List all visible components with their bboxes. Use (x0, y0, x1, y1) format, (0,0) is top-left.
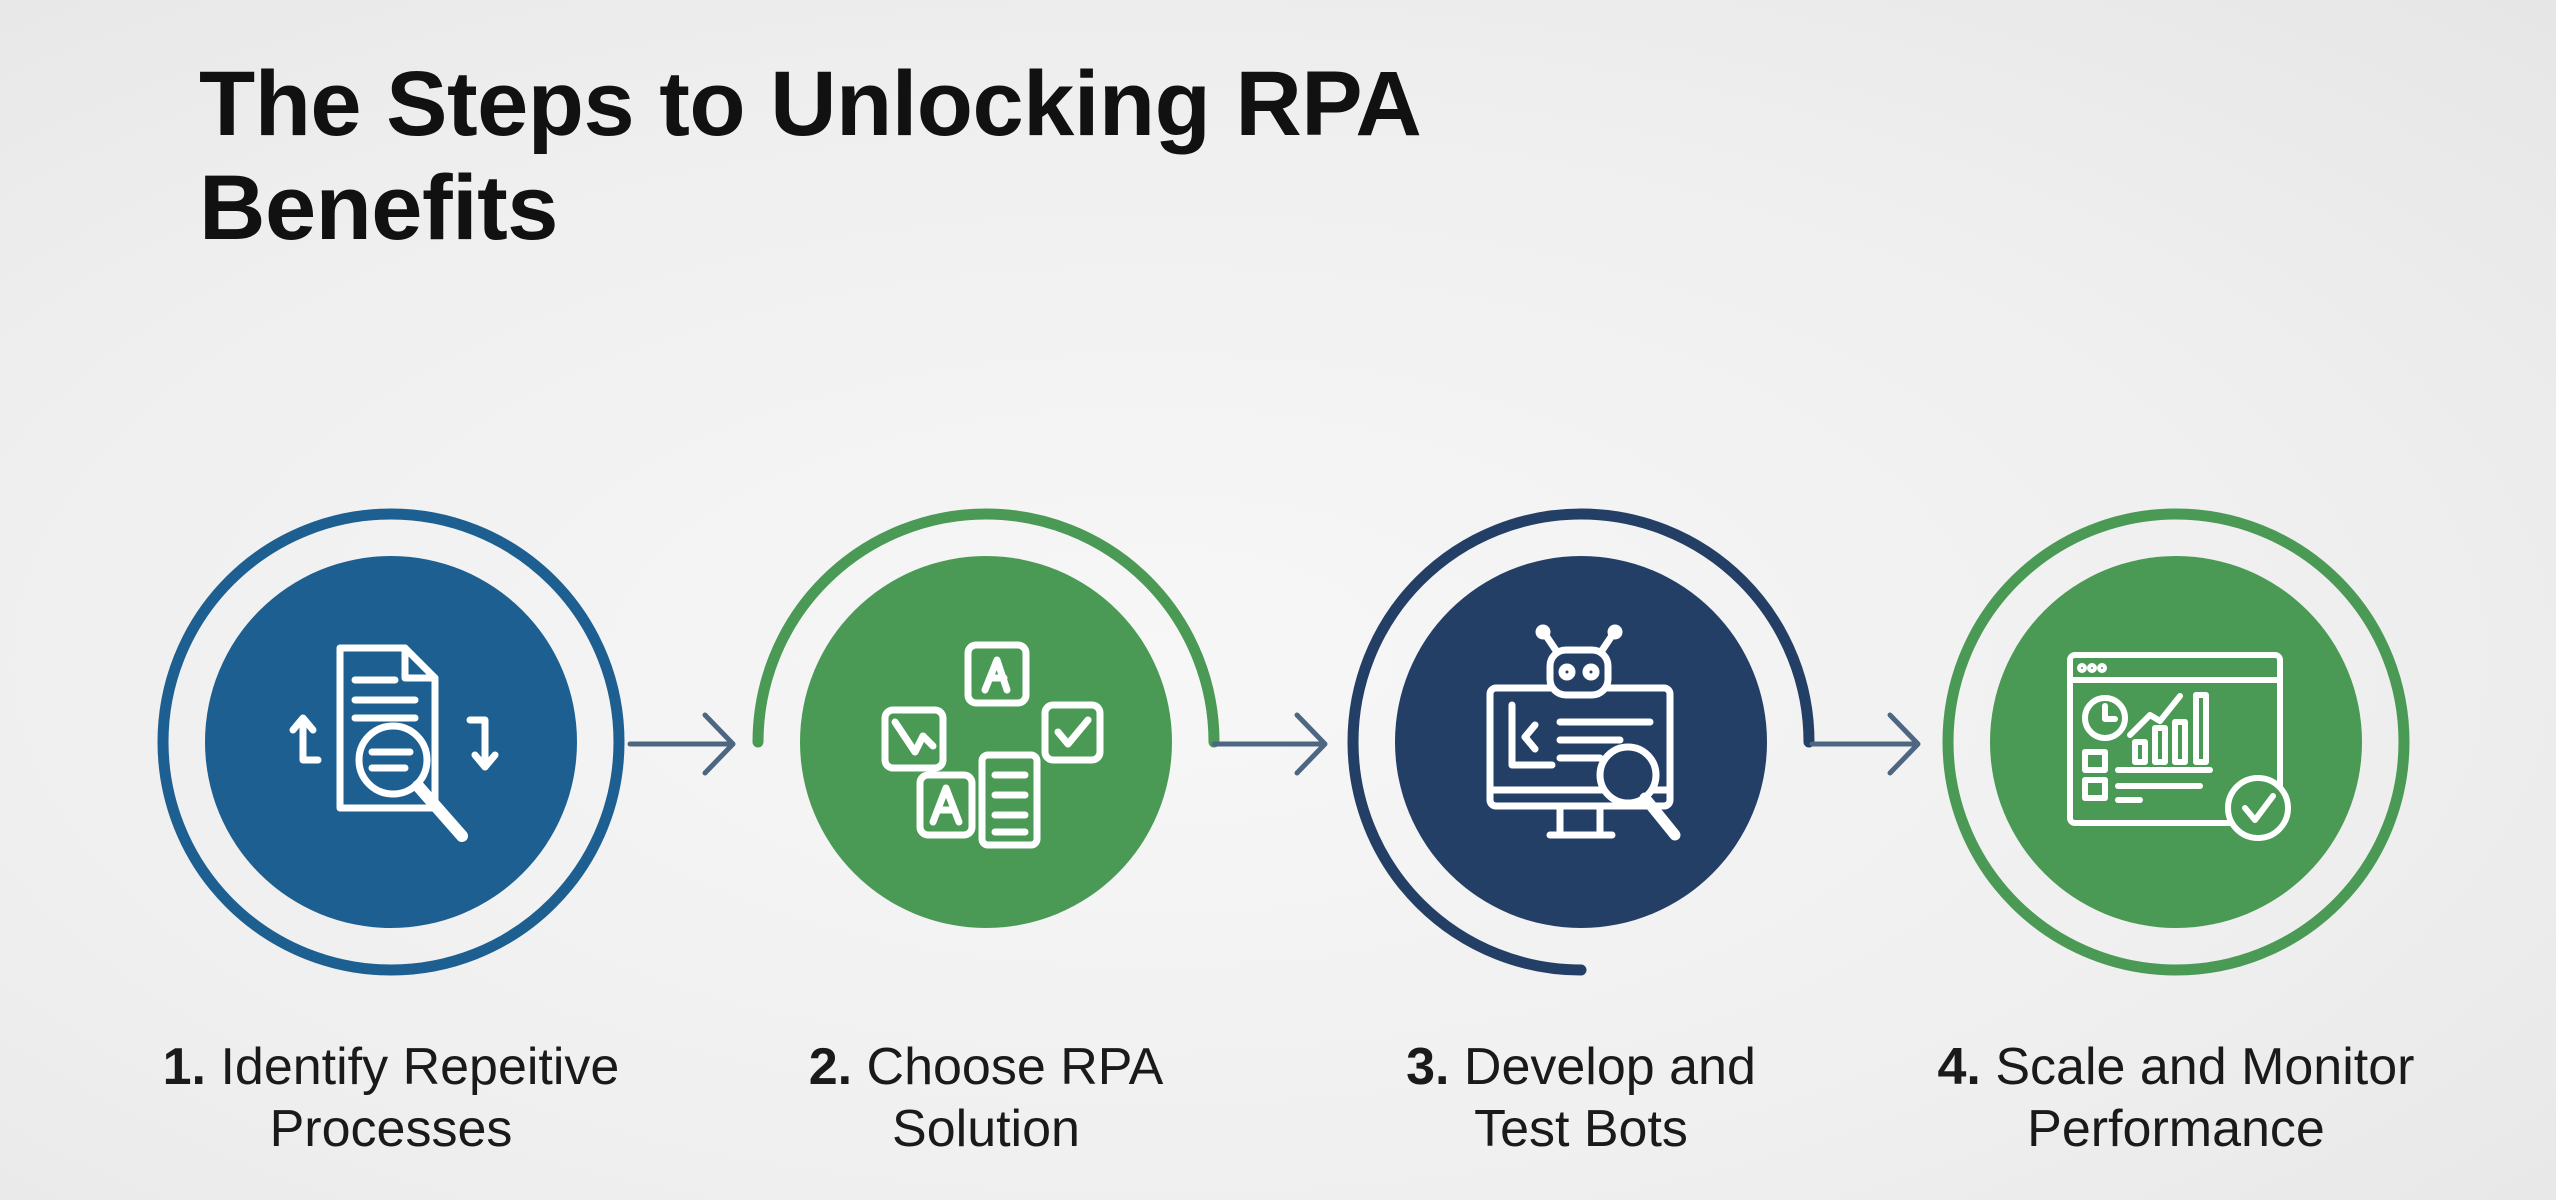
step-3-arc (1347, 508, 1815, 976)
step-2-title-line-1: Choose RPA (866, 1038, 1164, 1096)
title-line-1: The Steps to Unlocking RPA (199, 53, 1422, 155)
arrow-1-to-2 (627, 712, 736, 776)
step-1-circle (157, 508, 625, 976)
step-4-title-line-1: Scale and Monitor (1995, 1038, 2415, 1096)
tool-options-icon (881, 641, 1104, 849)
step-4-ring (1942, 508, 2410, 976)
step-4-title-line-2: Performance (2027, 1100, 2325, 1158)
step-2-title-line-2: Solution (892, 1100, 1080, 1158)
step-1-number: 1. (162, 1038, 207, 1096)
step-4-label: 4. Scale and Monitor Performance (1856, 1036, 2496, 1160)
arrow-2-to-3 (1211, 712, 1328, 776)
dashboard-check-icon (2067, 652, 2291, 841)
arrow-3-to-4 (1809, 712, 1921, 776)
step-3-title-line-2: Test Bots (1474, 1100, 1688, 1158)
step-4-circle (1942, 508, 2410, 976)
step-4-number: 4. (1937, 1038, 1981, 1096)
page-title: The Steps to Unlocking RPA Benefits (199, 52, 1422, 260)
step-2-circle (752, 508, 1220, 928)
step-3-label: 3. Develop and Test Bots (1261, 1036, 1901, 1160)
step-1-disc (205, 556, 577, 928)
step-2-label: 2. Choose RPA Solution (666, 1036, 1306, 1160)
step-1-ring (157, 508, 625, 976)
step-1-title-line-1: Identify Repeitive (220, 1038, 620, 1096)
document-search-icon (289, 644, 499, 842)
robot-monitor-icon (1486, 624, 1681, 841)
step-1-label: 1. Identify Repeitive Processes (71, 1036, 711, 1160)
title-line-2: Benefits (199, 157, 558, 259)
step-3-circle (1347, 508, 1815, 976)
step-1-title-line-2: Processes (269, 1100, 513, 1158)
step-2-arc (752, 508, 1220, 748)
step-3-number: 3. (1406, 1038, 1450, 1096)
step-2-disc (800, 556, 1172, 928)
step-2-number: 2. (808, 1038, 853, 1096)
step-3-title-line-1: Develop and (1463, 1038, 1756, 1096)
